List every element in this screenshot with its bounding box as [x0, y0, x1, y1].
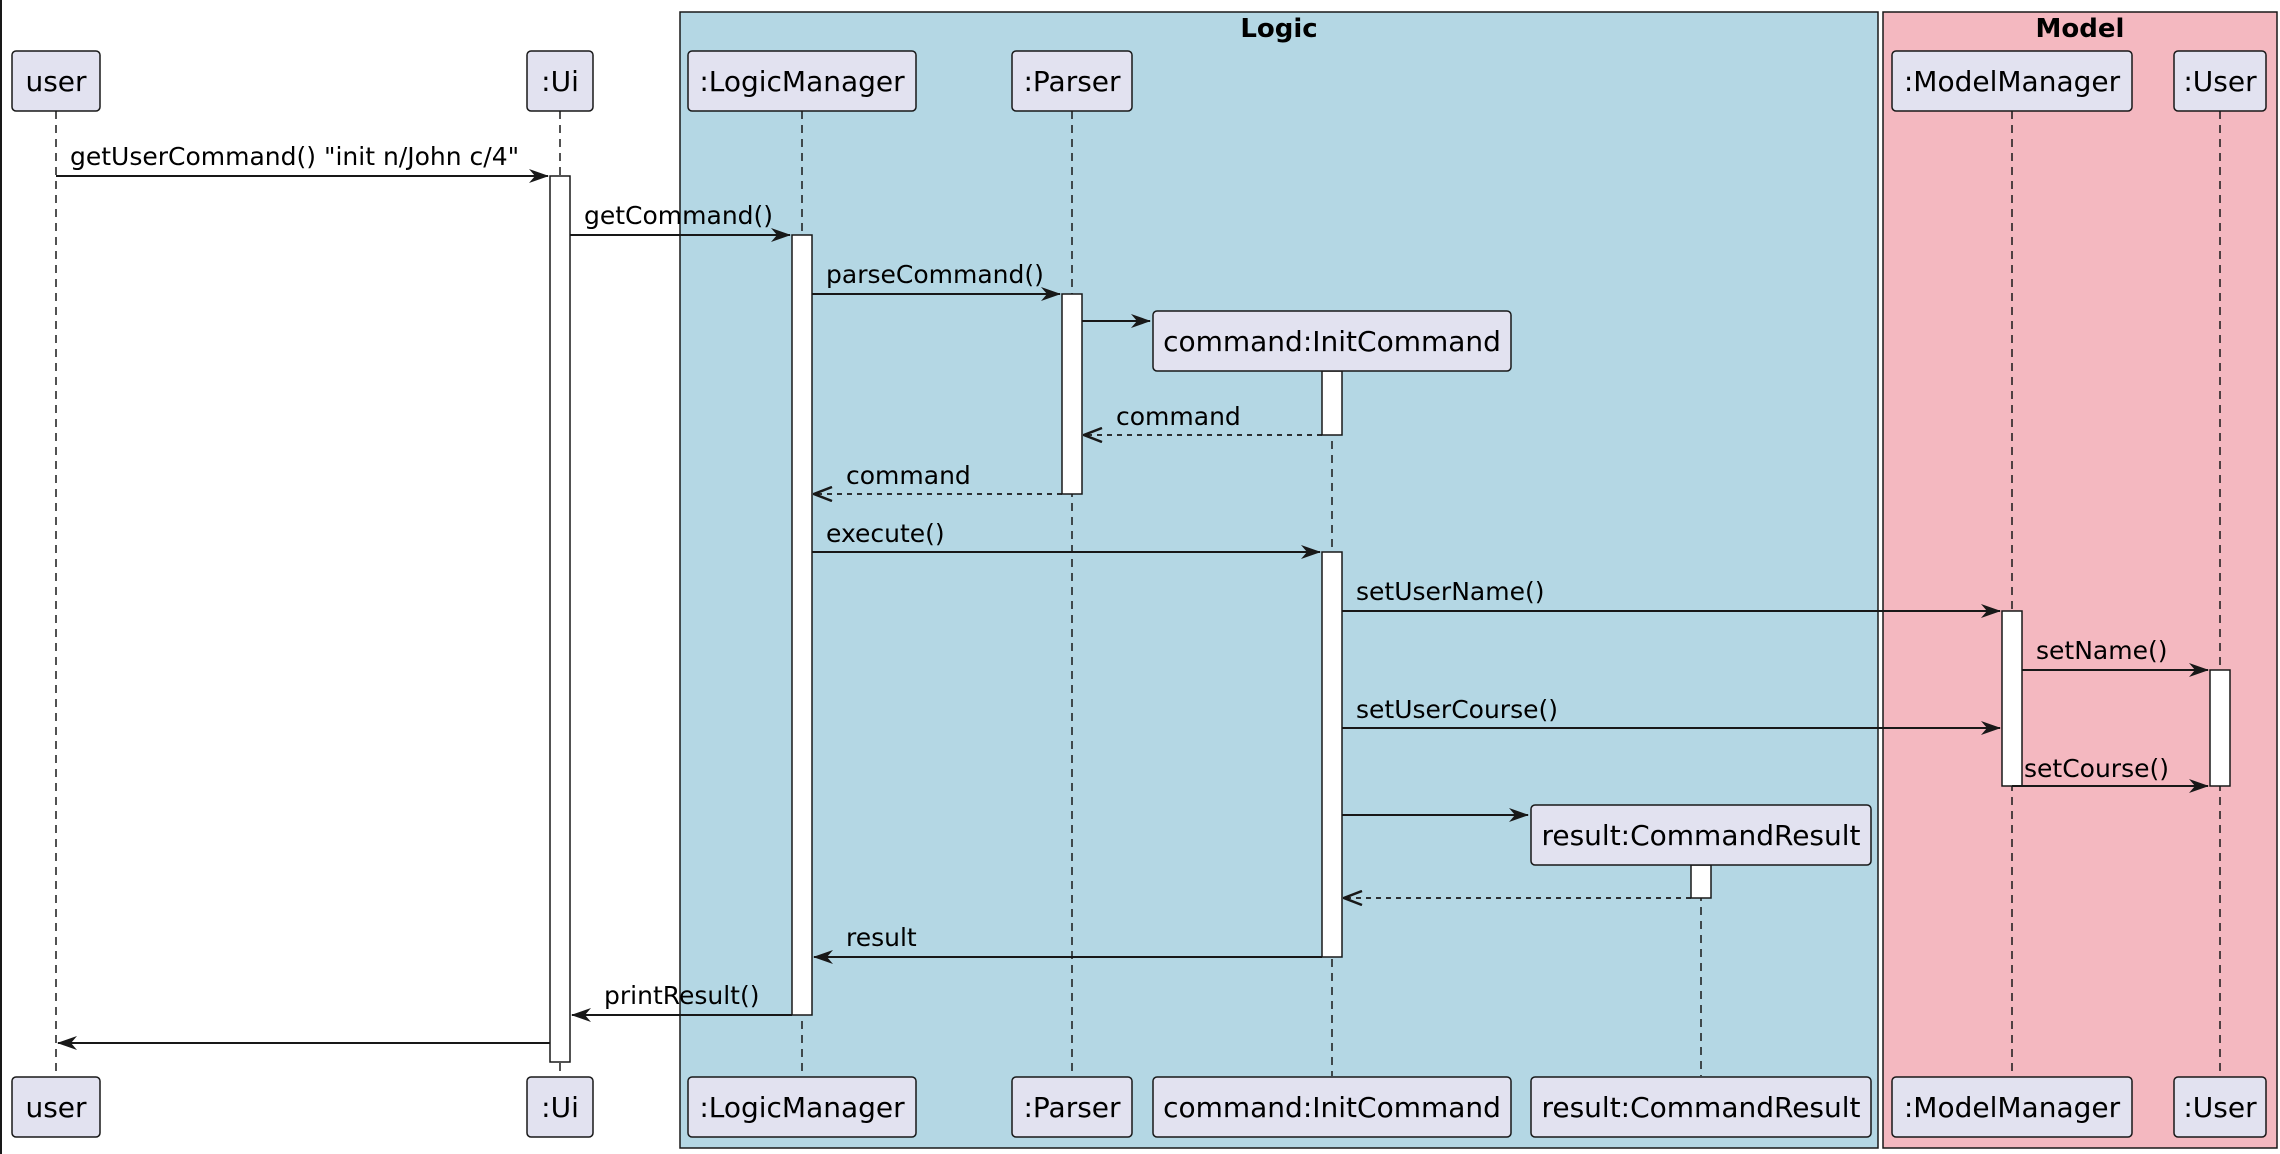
message-label: setUserCourse() [1356, 695, 1558, 724]
activation-parser [1061, 293, 1083, 495]
participant-label: :Parser [1023, 1091, 1121, 1124]
activation-logic-manager [791, 234, 813, 1016]
participant-box [11, 1076, 101, 1138]
participant-label: :Ui [541, 1091, 579, 1124]
participant-box [526, 1076, 594, 1138]
participant-label: command:InitCommand [1163, 1091, 1501, 1124]
participants-top: user :Ui :LogicManager :Parser command:I… [11, 50, 2267, 866]
participant-box [2173, 1076, 2267, 1138]
participant-box [2173, 50, 2267, 112]
participant-label: :User [2183, 1091, 2257, 1124]
message-label: execute() [826, 519, 945, 548]
group-model-title: Model [2036, 14, 2125, 44]
participant-ui: :Ui [526, 50, 594, 112]
participant-box [526, 50, 594, 112]
activation-user-model [2209, 669, 2231, 787]
participant-logic-manager-bottom: :LogicManager [687, 1076, 917, 1138]
participant-label: :ModelManager [1904, 1091, 2121, 1124]
group-logic: Logic [679, 11, 1879, 1149]
participant-box [1530, 1076, 1872, 1138]
participant-label: :LogicManager [699, 1091, 905, 1124]
participant-user-model-bottom: :User [2173, 1076, 2267, 1138]
message-label: getUserCommand() "init n/John c/4" [70, 142, 519, 171]
message-label: setCourse() [2024, 754, 2169, 783]
participant-logic-manager: :LogicManager [687, 50, 917, 112]
message-label: getCommand() [584, 201, 773, 230]
participant-command-result: result:CommandResult [1530, 804, 1872, 866]
participant-label: :Ui [541, 65, 579, 98]
participant-user-bottom: user [11, 1076, 101, 1138]
message-label: setName() [2036, 636, 2167, 665]
participant-command-result-bottom: result:CommandResult [1530, 1076, 1872, 1138]
group-logic-box [679, 11, 1879, 1149]
participant-box [1530, 804, 1872, 866]
participant-user-model: :User [2173, 50, 2267, 112]
activation-init-command-2 [1321, 551, 1343, 958]
message-label: printResult() [604, 981, 760, 1010]
participant-label: result:CommandResult [1541, 1091, 1860, 1124]
activation-command-result [1690, 864, 1712, 899]
group-model: Model [1882, 11, 2278, 1149]
message-label: command [846, 461, 971, 490]
activation-ui [549, 175, 571, 1063]
participant-label: :Parser [1023, 65, 1121, 98]
activations [549, 175, 2231, 1063]
participants-bottom: user :Ui :LogicManager :Parser command:I… [11, 1076, 2267, 1138]
participant-model-manager-bottom: :ModelManager [1891, 1076, 2133, 1138]
participant-box [687, 1076, 917, 1138]
message-label: result [846, 923, 917, 952]
participant-label: :ModelManager [1904, 65, 2121, 98]
participant-ui-bottom: :Ui [526, 1076, 594, 1138]
participant-init-command-bottom: command:InitCommand [1152, 1076, 1512, 1138]
participant-label: user [25, 65, 87, 98]
participant-box [687, 50, 917, 112]
participant-label: user [25, 1091, 87, 1124]
participant-box [1891, 50, 2133, 112]
message-label: parseCommand() [826, 260, 1044, 289]
participant-label: result:CommandResult [1541, 819, 1860, 852]
participant-parser: :Parser [1011, 50, 1133, 112]
participant-parser-bottom: :Parser [1011, 1076, 1133, 1138]
participant-box [1891, 1076, 2133, 1138]
participant-box [1152, 1076, 1512, 1138]
message-label: command [1116, 402, 1241, 431]
activation-model-manager [2001, 610, 2023, 787]
participant-user: user [11, 50, 101, 112]
participant-label: command:InitCommand [1163, 325, 1501, 358]
participant-box [1011, 1076, 1133, 1138]
messages: getUserCommand() "init n/John c/4" getCo… [56, 142, 2209, 1050]
group-model-box [1882, 11, 2278, 1149]
participant-model-manager: :ModelManager [1891, 50, 2133, 112]
participant-init-command: command:InitCommand [1152, 310, 1512, 372]
participant-box [1011, 50, 1133, 112]
activation-init-command-1 [1321, 370, 1343, 436]
participant-box [11, 50, 101, 112]
group-logic-title: Logic [1240, 14, 1317, 44]
participant-label: :User [2183, 65, 2257, 98]
message-label: setUserName() [1356, 577, 1544, 606]
participant-label: :LogicManager [699, 65, 905, 98]
participant-box [1152, 310, 1512, 372]
